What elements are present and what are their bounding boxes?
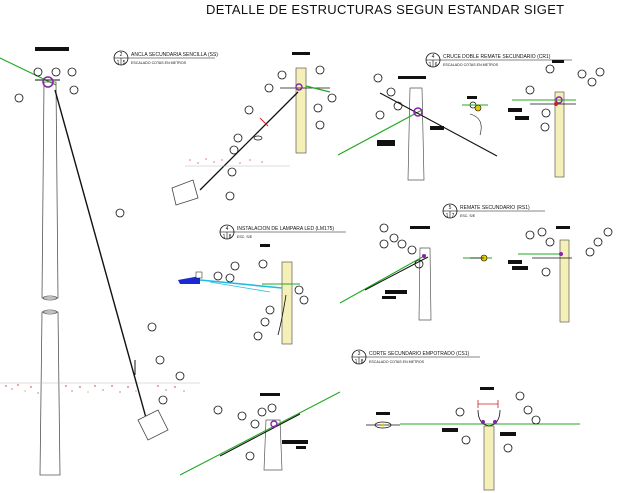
detail-cruce-num-right: 6 [435,62,438,68]
large-pole-with-guy [0,47,200,476]
detail-corte-title: CORTE SECUNDARIO EMPOTRADO (CS1) [369,351,470,357]
detail-ancla-num-left: 1 [117,60,120,66]
detail-lampara-num-right: 8 [229,234,232,240]
detail-corte-num-left: 1 [355,359,358,365]
corte-detail-drawing [179,391,341,476]
detail-remate-num-top: 5 [449,205,452,211]
detail-corte-subtitle: ESCALADO COTAS EN METROS [369,360,425,364]
detail-remate-num-left: 1 [446,213,449,219]
ancla-detail-drawing [171,52,337,206]
detail-cruce-subtitle: ESCALADO COTAS EN METROS [443,63,499,67]
detail-ancla-subtitle: ESCALADO COTAS EN METROS [131,61,187,65]
remate-side-view [508,226,613,323]
lampara-detail-drawing [178,244,309,345]
detail-ancla-num-right: 5 [123,60,126,66]
corte-insulator-detail [366,412,400,429]
detail-corte-num-right: 8 [361,359,364,365]
cruce-detail-drawing [337,73,498,181]
detail-header-remate: 5 1 7 REMATE SECUNDARIO (RS1) ESC. S/E [442,203,545,219]
detail-header-lampara: 4 1 8 INSTALACION DE LAMPARA LED (LM175)… [219,224,346,240]
detail-cruce-title: CRUCE DOBLE REMATE SECUNDARIO (CR1) [443,54,551,60]
cruce-side-view [508,60,605,178]
detail-remate-num-right: 7 [452,213,455,219]
detail-cruce-num-left: 1 [429,62,432,68]
detail-ancla-title: ANCLA SECUNDARIA SENCILLA (SS) [131,52,218,58]
detail-lampara-num-top: 4 [226,226,229,232]
remate-detail-drawing [339,223,492,321]
detail-cruce-num-top: 4 [432,54,435,60]
detail-lampara-subtitle: ESC. S/E [237,235,253,239]
page-title: DETALLE DE ESTRUCTURAS SEGUN ESTANDAR SI… [206,2,565,17]
detail-lampara-title: INSTALACION DE LAMPARA LED (LM175) [237,226,334,232]
detail-header-cruce: 4 1 6 CRUCE DOBLE REMATE SECUNDARIO (CR1… [425,52,572,68]
detail-remate-title: REMATE SECUNDARIO (RS1) [460,205,530,211]
detail-remate-subtitle: ESC. S/E [460,214,476,218]
detail-header-corte: 3 1 8 CORTE SECUNDARIO EMPOTRADO (CS1) E… [351,349,480,365]
detail-ancla-num-top: 2 [120,52,123,58]
detail-header-ancla: 2 1 5 ANCLA SECUNDARIA SENCILLA (SS) ESC… [113,50,218,66]
detail-corte-num-top: 3 [358,351,361,357]
detail-lampara-num-left: 1 [223,234,226,240]
corte-side-view [400,387,580,491]
